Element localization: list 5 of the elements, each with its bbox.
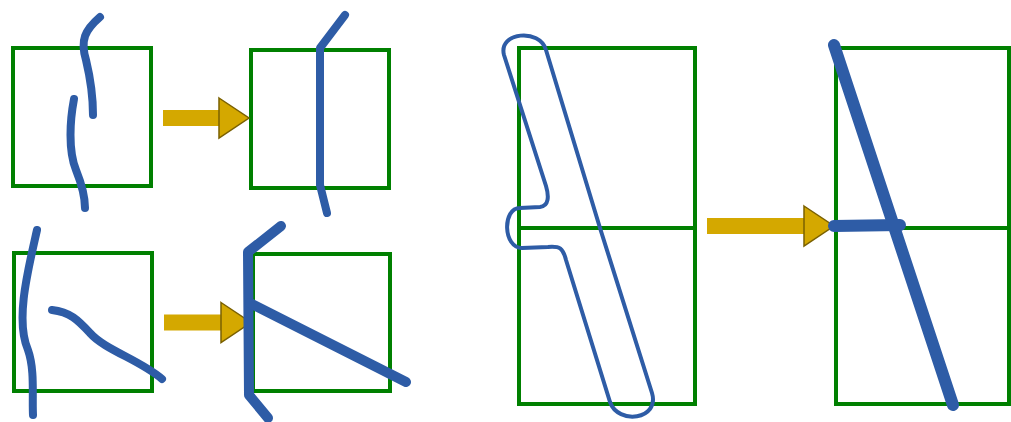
square-frame (249, 48, 391, 190)
square-frame (517, 46, 697, 406)
square-frame (251, 252, 392, 393)
square-frame (11, 46, 153, 188)
square-frame (834, 46, 1011, 406)
